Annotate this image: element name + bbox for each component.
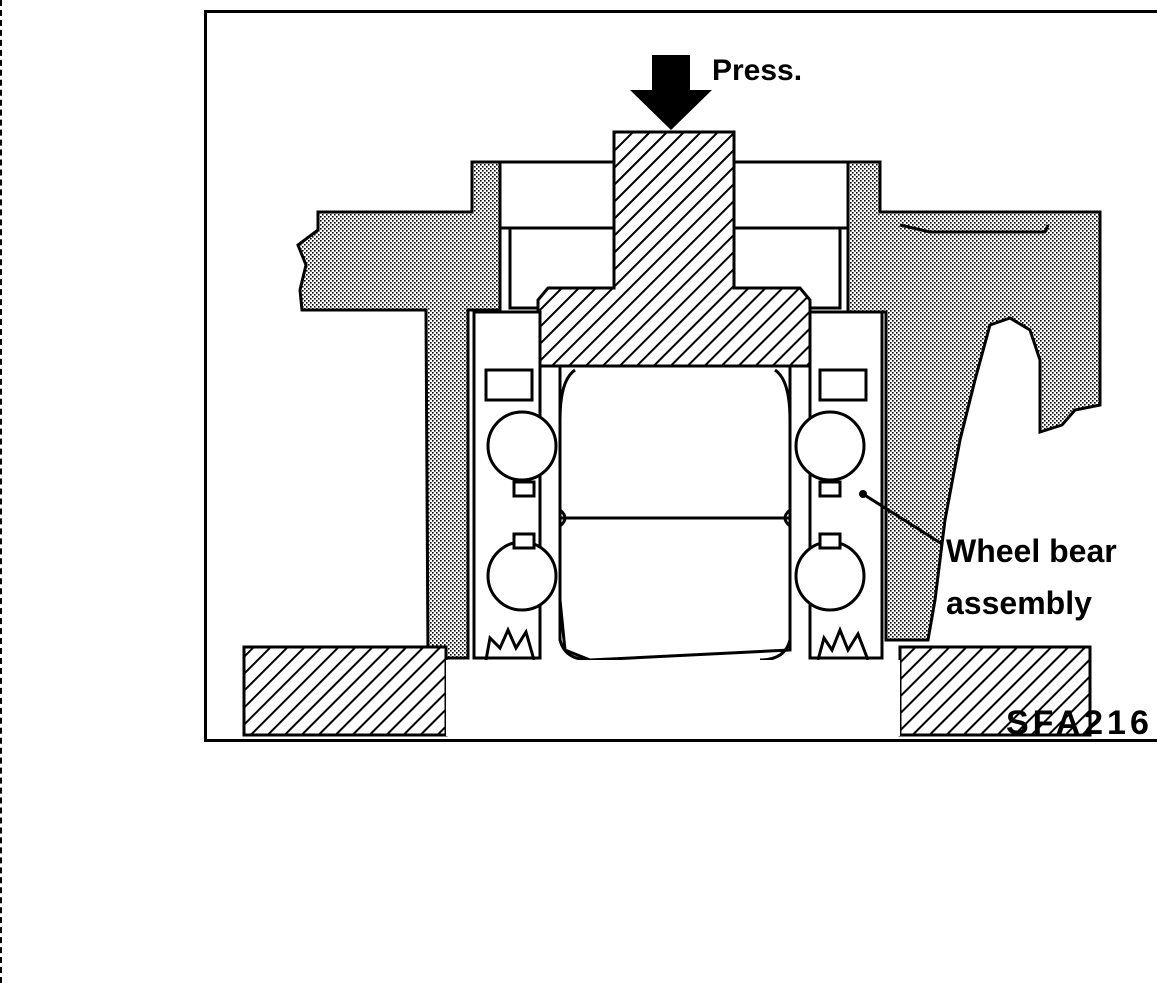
base-plate (446, 660, 900, 736)
bearing-ball-upper-left (486, 410, 558, 482)
seal-bottom-left (484, 626, 536, 661)
figure-code: SFA216 (1006, 704, 1153, 742)
bearing-ball-lower-left (486, 540, 558, 612)
support-block-right (898, 645, 1092, 737)
seal-bottom-right (816, 625, 870, 661)
support-block-left (242, 645, 448, 737)
knuckle-arm-cutout (899, 223, 1050, 234)
inner-race-right-profile (759, 368, 792, 662)
callout-label-line2: assembly (946, 585, 1092, 621)
press-label: Press. (712, 54, 802, 87)
press-arrow-icon (630, 55, 712, 130)
cage-left-mid (512, 480, 536, 498)
cage-right-mid (818, 480, 842, 498)
cage-left-low (512, 532, 536, 550)
seal-top-right (818, 368, 868, 402)
bearing-ball-lower-right (794, 540, 866, 612)
knuckle-housing-right (846, 160, 1102, 642)
callout-leader (862, 492, 943, 546)
seal-top-left (484, 368, 534, 402)
hub-upper-right (732, 160, 850, 230)
bearing-inner-race (558, 364, 792, 662)
callout-label-line1: Wheel bear (946, 533, 1117, 569)
hub-upper-left (498, 160, 616, 230)
figure-frame (204, 10, 1157, 742)
bearing-ball-upper-right (794, 410, 866, 482)
knuckle-housing (296, 160, 502, 660)
page-left-edge (0, 0, 3, 983)
inner-race-left-profile (558, 368, 591, 662)
cage-right-low (818, 532, 842, 550)
